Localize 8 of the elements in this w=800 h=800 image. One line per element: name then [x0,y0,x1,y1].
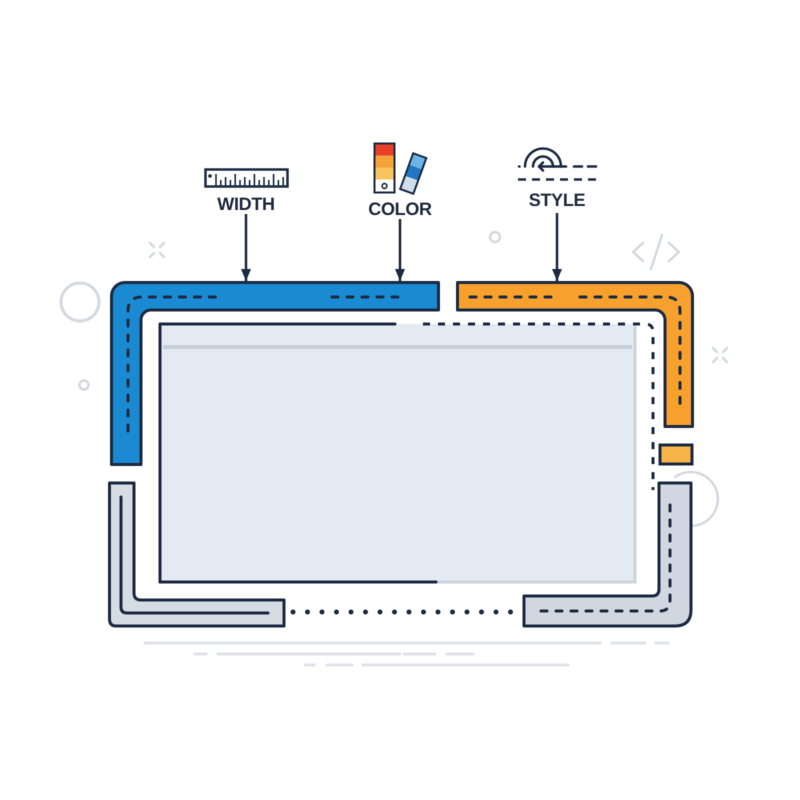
arrow [395,219,405,281]
property-label: STYLE [528,190,586,210]
property-label: COLOR [368,199,432,219]
border-corner-piece [110,281,440,466]
arrow [241,214,251,281]
property-label: WIDTH [217,194,275,214]
arrow [552,213,562,281]
border-corner-piece [456,281,694,428]
